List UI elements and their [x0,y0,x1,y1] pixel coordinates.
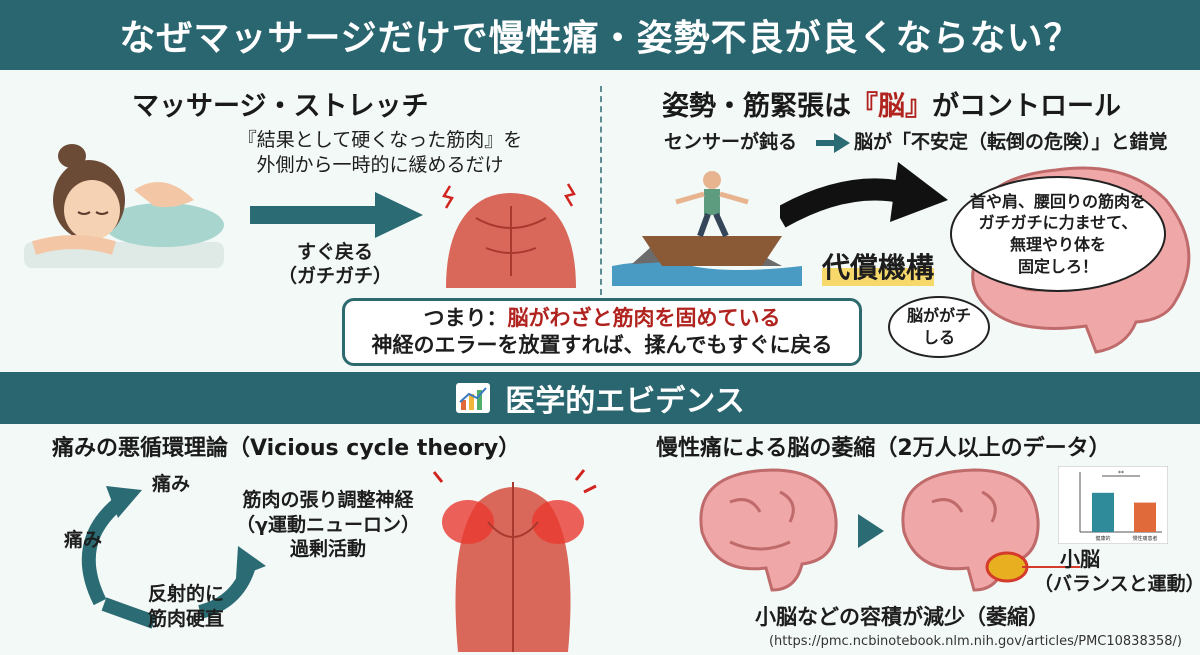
massage-desc-line2: 外側から一時的に緩めるだけ [256,154,504,176]
cycle-pain-left: 痛み [64,529,103,551]
brain-control-heading: 姿勢・筋緊張は『脳』がコントロール [662,91,1121,122]
cycle-pain-top: 痛み [152,473,191,495]
volume-bar-chart: ** 健康的 慢性痛患者 [1058,466,1168,544]
section-divider [600,86,602,366]
summary-line1: つまり：脳がわざと筋肉を固めている [423,305,781,330]
large-arrow-icon [780,162,948,228]
svg-text:**: ** [1118,470,1124,477]
returns-sub-label: （ガチガチ） [277,265,392,287]
healthy-brain-icon [699,468,838,592]
cycle-arrows-icon [81,486,266,629]
vicious-cycle-heading: 痛みの悪循環理論（Vicious cycle theory） [52,436,521,461]
massage-heading: マッサージ・ストレッチ [132,91,429,122]
summary-line2: 神経のエラーを放置すれば、揉んでもすぐに戻る [371,333,833,357]
mini-bar-label-1: 慢性痛患者 [1132,535,1157,542]
summary-box: つまり：脳がわざと筋肉を固めている 神経のエラーを放置すれば、揉んでもすぐに戻る [342,298,862,366]
boat-illustration [612,171,802,286]
evidence-banner: 医学的エビデンス [0,372,1200,424]
pointer-line [1022,566,1080,568]
mini-bar-1 [1134,502,1156,532]
atrophy-heading: 慢性痛による脳の萎縮（2万人以上のデータ） [656,436,1111,461]
triangle-arrow-icon [858,514,884,548]
thought-bubble: 首や肩、腰回りの筋肉を ガチガチに力ませて、 無理やり体を 固定しろ！ [950,176,1166,292]
back-muscles-illustration [432,469,597,652]
cerebellum-label: 小脳 [1060,547,1100,571]
cycle-nerve-overactivity: 筋肉の張り調整神経 （γ運動ニューロン） 過剰活動 [236,489,420,561]
evidence-title: 医学的エビデンス [505,384,745,419]
small-thought-bubble: 脳ががチしる [888,296,990,358]
mini-bar-label-0: 健康的 [1095,535,1110,542]
arrow-right-icon [250,192,423,238]
tense-muscles-illustration [442,183,576,288]
massage-desc-line1: 『結果として硬くなった筋肉』を [237,129,523,151]
brain-misbelief-text: 脳が「不安定（転倒の危険）」と錯覚 [854,131,1168,153]
atrophied-brain-icon [901,468,1040,592]
mini-bar-0 [1092,492,1114,532]
sensor-text: センサーが鈍る [664,131,798,153]
small-arrow-icon [816,133,850,153]
cerebellum-sub-label: （バランスと運動） [1034,573,1200,595]
atrophy-conclusion: 小脳などの容積が減少（萎縮） [755,605,1049,629]
source-url: (https://pmc.ncbinotebook.nlm.nih.gov/ar… [768,634,1182,649]
bar-chart-icon [456,383,491,413]
cycle-reflex-stiffness: 反射的に 筋肉硬直 [148,583,225,630]
compensation-label: 代償機構 [822,246,935,286]
returns-label: すぐ戻る [296,241,373,263]
page-title: なぜマッサージだけで慢性痛・姿勢不良が良くならない？ [0,0,1200,70]
massage-illustration [24,144,224,268]
